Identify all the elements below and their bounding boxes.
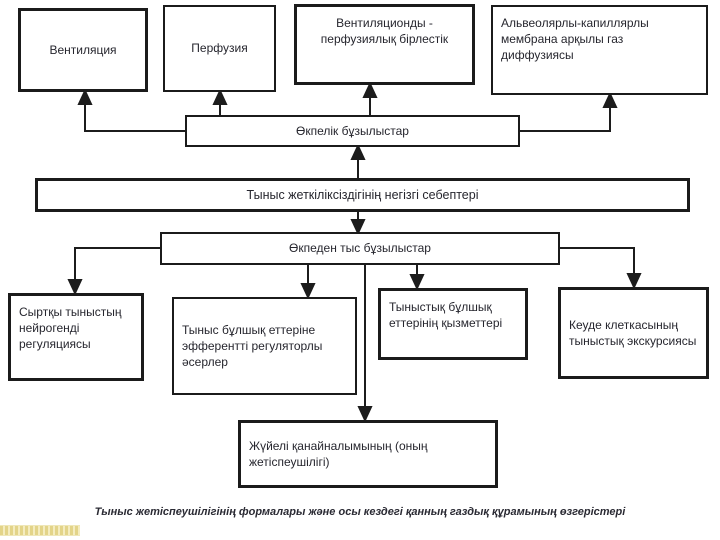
box-ventilation-perfusion-union: Вентиляционды - перфузиялық бірлестік bbox=[294, 4, 475, 85]
box-ventilation-label: Вентиляция bbox=[49, 42, 117, 57]
box-ventilation: Вентиляция bbox=[18, 8, 148, 92]
box-muscle-functions-label: Тыныстық бұлшық еттерінің қызметтері bbox=[389, 300, 503, 331]
decorative-strip bbox=[0, 525, 80, 536]
connector-extra-to-circulation bbox=[357, 265, 373, 423]
connector-pulmonary-to-perfusion bbox=[212, 88, 228, 115]
connector-pulmonary-to-vp-union bbox=[362, 81, 378, 115]
connector-extra-to-muscle-functions bbox=[409, 265, 425, 291]
box-extrapulmonary-label: Өкпеден тыс бұзылыстар bbox=[289, 241, 431, 256]
connector-causes-to-extrapulmonary bbox=[350, 212, 366, 236]
connector-causes-to-pulmonary bbox=[350, 143, 366, 178]
box-circulation-label: Жүйелі қанайналымының (оның жетіспеушілі… bbox=[249, 438, 428, 469]
box-perfusion: Перфузия bbox=[163, 5, 276, 92]
box-alveolar-capillary-diffusion: Альвеолярлы-капиллярлы мембрана арқылы г… bbox=[491, 5, 708, 95]
box-muscle-functions: Тыныстық бұлшық еттерінің қызметтері bbox=[378, 288, 528, 360]
connector-extra-to-neurogenic bbox=[67, 247, 160, 296]
box-pulmonary-disorders: Өкпелік бұзылыстар bbox=[185, 115, 520, 147]
box-main-causes-label: Тыныс жеткіліксіздігінің негізгі себепте… bbox=[246, 187, 479, 202]
box-neurogenic-label: Сыртқы тыныстың нейрогенді регуляциясы bbox=[19, 305, 122, 352]
box-vp-union-label: Вентиляционды - перфузиялық бірлестік bbox=[320, 16, 449, 47]
connector-extra-to-chest-excursion bbox=[560, 247, 642, 290]
box-efferent-effects: Тыныс бұлшық еттеріне эфферентті регулят… bbox=[172, 297, 357, 395]
figure-caption: Тыныс жетіспеушілігінің формалары және о… bbox=[94, 506, 626, 518]
box-pulmonary-label: Өкпелік бұзылыстар bbox=[296, 123, 409, 138]
connector-pulmonary-to-ventilation bbox=[77, 88, 185, 132]
box-efferent-label: Тыныс бұлшық еттеріне эфферентті регулят… bbox=[182, 322, 323, 370]
box-extrapulmonary-disorders: Өкпеден тыс бұзылыстар bbox=[160, 232, 560, 265]
box-main-causes: Тыныс жеткіліксіздігінің негізгі себепте… bbox=[35, 178, 690, 212]
box-diffusion-label: Альвеолярлы-капиллярлы мембрана арқылы г… bbox=[501, 16, 649, 63]
box-chest-excursion-label: Кеуде клеткасының тыныстық экскурсиясы bbox=[569, 317, 697, 348]
box-perfusion-label: Перфузия bbox=[191, 41, 248, 56]
box-systemic-circulation: Жүйелі қанайналымының (оның жетіспеушілі… bbox=[238, 420, 498, 488]
connector-extra-to-efferent bbox=[300, 265, 316, 300]
box-chest-excursion: Кеуде клеткасының тыныстық экскурсиясы bbox=[558, 287, 709, 379]
connector-pulmonary-to-diffusion bbox=[520, 91, 618, 132]
box-neurogenic-regulation: Сыртқы тыныстың нейрогенді регуляциясы bbox=[8, 293, 144, 381]
